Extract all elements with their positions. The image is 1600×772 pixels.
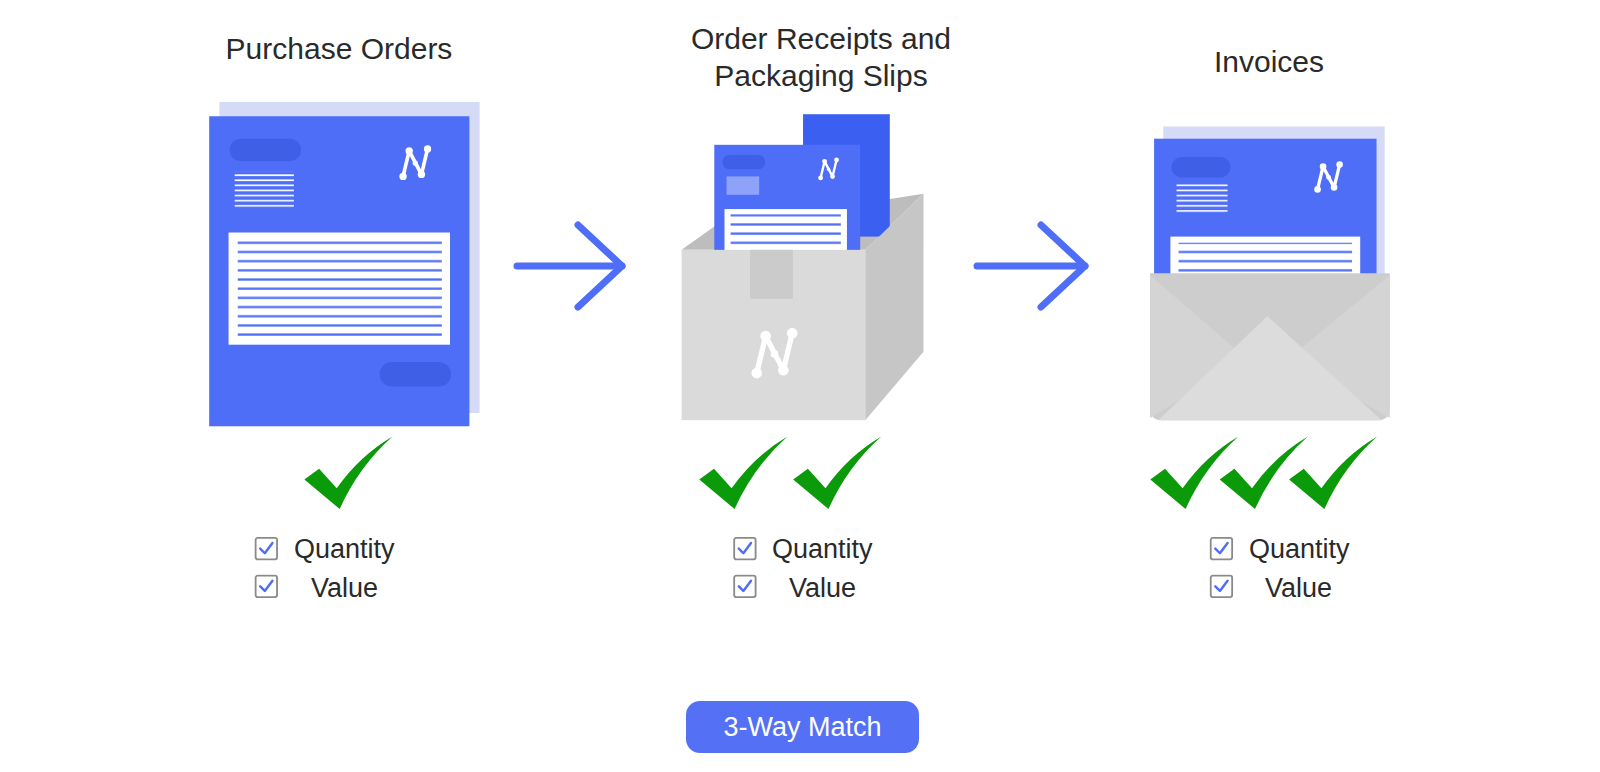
checkboxes	[256, 538, 1233, 597]
match-badge: 3-Way Match	[686, 701, 919, 753]
stage-heading: Invoices	[1119, 43, 1419, 80]
purchase-order-stage: Purchase Orders	[209, 30, 469, 427]
receipt-stage: Order Receipts and Packaging Slips	[671, 20, 971, 421]
check-label: Quantity	[772, 533, 873, 565]
badge-label: 3-Way Match	[723, 711, 881, 743]
invoice-stage: Invoices	[1148, 43, 1390, 421]
check-label: Value	[789, 572, 856, 604]
stage-heading: Purchase Orders	[189, 30, 489, 67]
check-label: Value	[311, 572, 378, 604]
check-label: Quantity	[294, 533, 395, 565]
stage-heading: Order Receipts and Packaging Slips	[671, 20, 971, 94]
flow-arrow	[977, 225, 1085, 307]
invoice-envelope-icon	[1150, 126, 1390, 420]
check-label: Quantity	[1249, 533, 1350, 565]
purchase-order-icon	[209, 102, 479, 426]
check-label: Value	[1265, 572, 1332, 604]
check-marks	[304, 436, 1377, 508]
package-icon	[682, 114, 924, 420]
flow-arrow	[517, 225, 622, 307]
